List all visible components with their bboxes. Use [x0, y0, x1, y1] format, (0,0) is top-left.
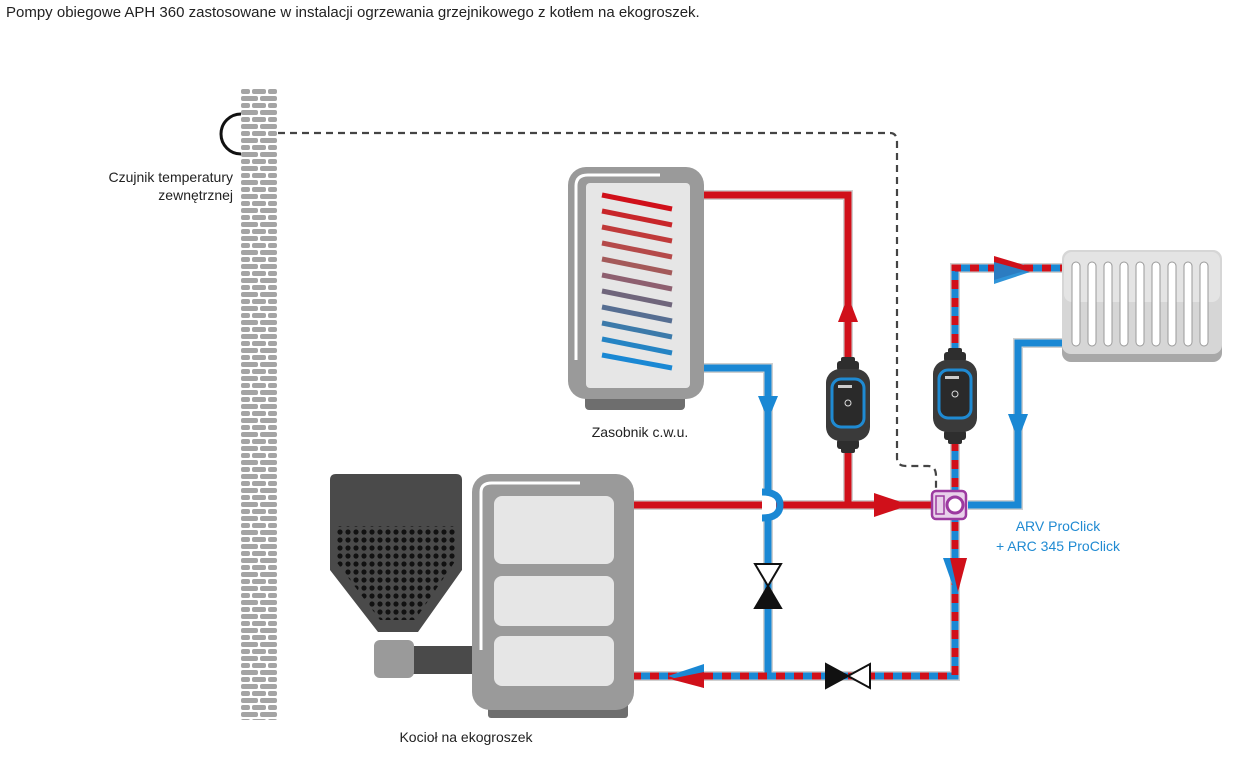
sensor-label-line2: zewnętrznej — [158, 187, 233, 203]
arrow-mixed-left-red — [670, 672, 704, 688]
sensor-signal-line — [278, 131, 938, 490]
arrow-cold-down-radiator — [1008, 414, 1028, 440]
arrow-mixed-right-top-blue — [994, 262, 1030, 284]
arrow-mixed-down-red — [950, 558, 967, 592]
circulation-pump-radiator — [933, 348, 977, 444]
shutoff-valve-horizontal — [825, 662, 871, 690]
sensor-label-line1: Czujnik temperatury — [109, 169, 234, 185]
valve-label-line2: + ARC 345 ProClick — [996, 538, 1121, 554]
hot-water-tank — [568, 167, 704, 410]
outdoor-temperature-sensor — [219, 112, 242, 156]
fuel-hopper — [330, 474, 480, 678]
arrow-hot-up — [838, 296, 858, 322]
arrow-cold-down-tank — [758, 396, 778, 420]
arrow-hot-right — [874, 493, 910, 517]
coal-pellet-boiler — [472, 474, 634, 718]
diagram-caption: Pompy obiegowe APH 360 zastosowane w ins… — [6, 4, 700, 21]
boiler-label: Kocioł na ekogroszek — [399, 729, 533, 745]
brick-wall — [240, 88, 278, 720]
tank-label: Zasobnik c.w.u. — [592, 424, 689, 440]
valve-label-line1: ARV ProClick — [1016, 518, 1102, 534]
radiator — [1062, 250, 1222, 362]
shutoff-valve-vertical — [753, 563, 783, 609]
flow-arrows — [668, 256, 1034, 688]
heating-coil — [601, 192, 673, 371]
mixing-valve-with-actuator — [930, 489, 968, 521]
circulation-pump-tank — [826, 357, 870, 453]
